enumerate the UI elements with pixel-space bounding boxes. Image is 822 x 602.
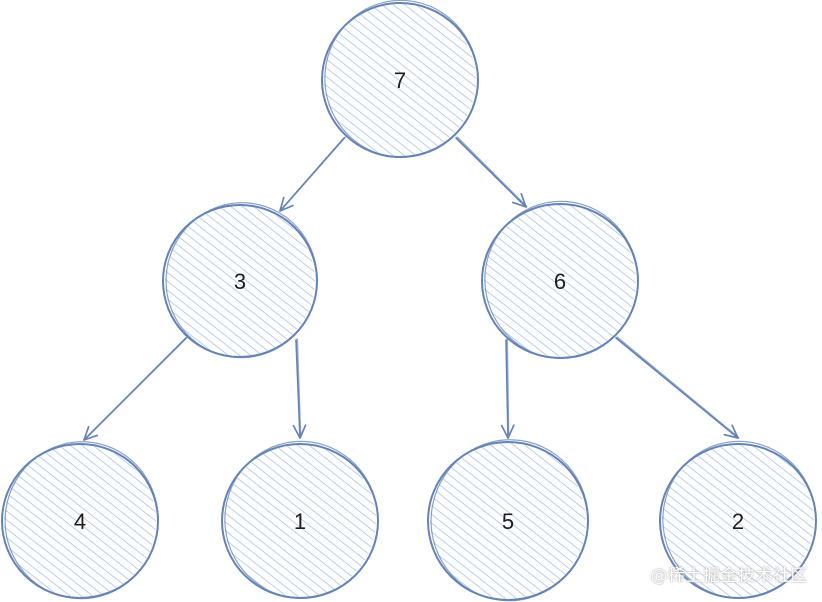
edge-n3-n4	[83, 336, 188, 441]
arrowhead-icon	[511, 192, 527, 208]
watermark-text: @稀土掘金技术社区	[650, 566, 808, 586]
tree-node-2: 2	[659, 440, 817, 599]
arrowhead-icon	[292, 424, 307, 439]
tree-node-5: 5	[427, 439, 589, 602]
arrowhead-icon	[500, 424, 515, 439]
arrowhead-icon	[279, 196, 294, 212]
node-label: 2	[732, 509, 744, 534]
edge-n7-n3	[279, 136, 347, 212]
edge-n6-n5	[500, 338, 515, 439]
edge-n6-n2	[615, 336, 740, 439]
node-label: 5	[502, 509, 514, 534]
node-label: 6	[554, 269, 566, 294]
edges-layer	[83, 136, 740, 441]
tree-node-4: 4	[1, 441, 159, 600]
tree-node-3: 3	[162, 202, 318, 359]
tree-node-1: 1	[221, 440, 379, 599]
tree-node-7: 7	[321, 0, 479, 158]
node-label: 4	[74, 509, 86, 534]
node-label: 1	[294, 509, 306, 534]
node-label: 7	[394, 68, 406, 93]
edge-n7-n6	[455, 136, 528, 208]
arrowhead-icon	[83, 425, 99, 441]
edge-n3-n1	[292, 338, 307, 439]
tree-node-6: 6	[481, 200, 639, 359]
arrowhead-icon	[723, 424, 739, 439]
node-label: 3	[234, 269, 246, 294]
